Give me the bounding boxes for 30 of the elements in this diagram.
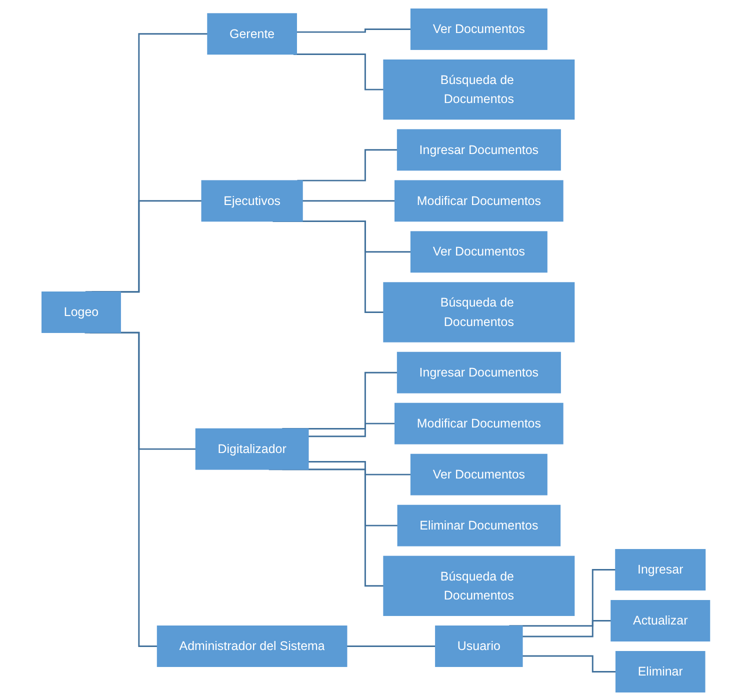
connector <box>293 53 384 90</box>
node-box: Modificar Documentos <box>394 402 564 444</box>
connector <box>346 645 436 646</box>
node-box: Gerente <box>206 12 297 54</box>
node-box: Usuario <box>434 625 522 666</box>
node-box: Actualizar <box>610 600 710 641</box>
node-box: Búsqueda de Documentos <box>382 59 574 120</box>
node-box: Eliminar Documentos <box>396 504 560 546</box>
node-box: Ver Documentos <box>410 8 548 50</box>
connector <box>522 654 616 672</box>
connector <box>272 220 384 312</box>
connector <box>308 460 412 475</box>
node-box: Ver Documentos <box>410 230 548 272</box>
node-box: Ejecutivos <box>200 180 303 222</box>
connector <box>308 422 396 437</box>
connector <box>84 331 158 646</box>
node-box: Ingresar Documentos <box>396 351 561 393</box>
connector <box>296 28 412 32</box>
node-box: Logeo <box>41 291 121 332</box>
node-box: Administrador del Sistema <box>156 625 347 666</box>
node-box: Modificar Documentos <box>394 180 564 222</box>
connector <box>302 200 396 202</box>
node-box: Búsqueda de Documentos <box>382 282 574 342</box>
node-box: Búsqueda de Documentos <box>382 555 574 616</box>
node-box: Ver Documentos <box>410 453 548 495</box>
node-box: Ingresar Documentos <box>396 128 561 170</box>
node-box: Digitalizador <box>195 428 308 470</box>
connector <box>522 620 612 637</box>
node-box: Ingresar <box>614 548 706 590</box>
node-box: Eliminar <box>615 650 705 692</box>
